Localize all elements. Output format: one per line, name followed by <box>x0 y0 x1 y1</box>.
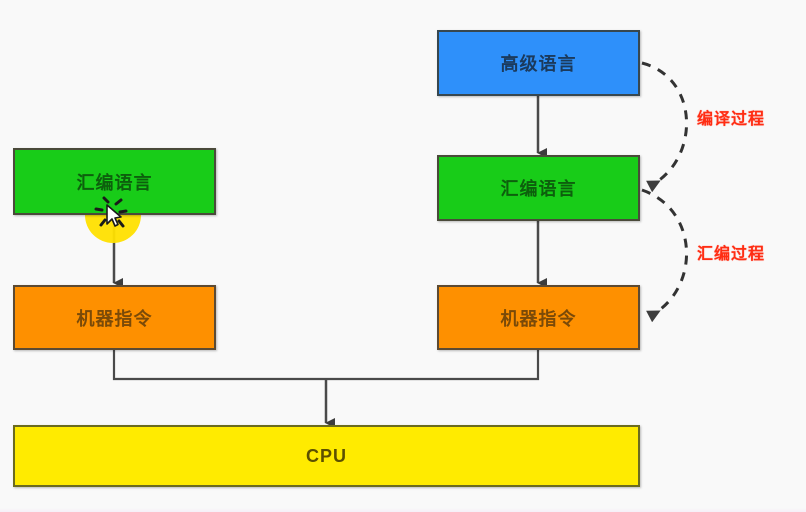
node-label: 机器指令 <box>76 308 153 329</box>
annotation-label: 汇编过程 <box>697 246 766 263</box>
node-right-high-level[interactable]: 高级语言 <box>437 30 640 96</box>
dashed-curve-assemble <box>641 188 689 323</box>
node-right-assembly[interactable]: 汇编语言 <box>437 155 640 221</box>
node-label: 机器指令 <box>500 308 577 329</box>
bottom-edge-tint <box>0 508 806 512</box>
node-cpu[interactable]: CPU <box>13 425 640 487</box>
node-left-machine[interactable]: 机器指令 <box>13 285 216 350</box>
annotation-label: 编译过程 <box>697 111 766 128</box>
node-label: 汇编语言 <box>500 179 577 199</box>
node-left-assembly[interactable]: 汇编语言 <box>13 148 216 215</box>
mouse-cursor <box>92 196 132 236</box>
annotation-compile-process: 编译过程 <box>697 105 765 129</box>
node-label: 高级语言 <box>500 54 577 74</box>
connector-left-machine-bus <box>112 350 540 381</box>
node-right-machine[interactable]: 机器指令 <box>437 285 640 350</box>
cursor-arrow-icon <box>106 204 122 227</box>
node-label: 汇编语言 <box>76 172 153 193</box>
dashed-curve-compile <box>641 61 689 193</box>
annotation-assemble-process: 汇编过程 <box>697 240 765 264</box>
node-label: CPU <box>305 445 347 466</box>
click-burst-icon <box>94 196 128 228</box>
